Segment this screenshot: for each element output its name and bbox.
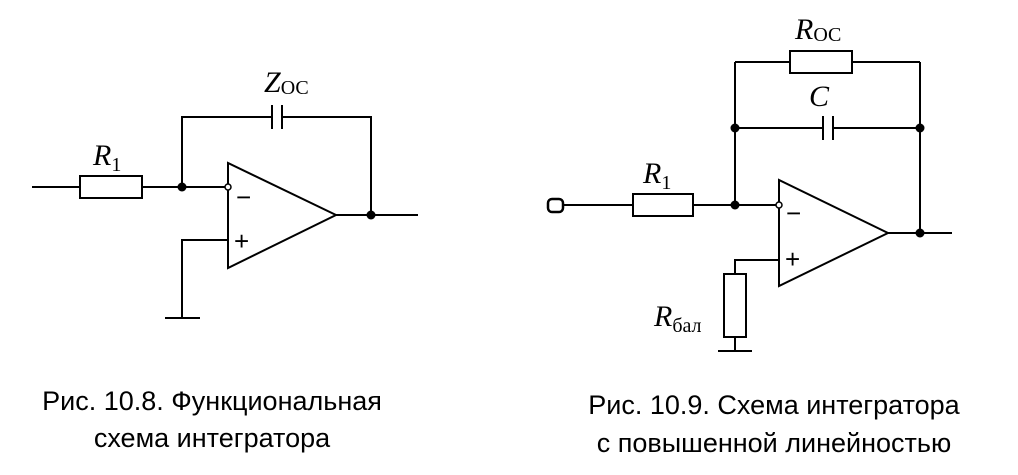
op-amp-triangle xyxy=(227,161,339,270)
feedback-wire-left xyxy=(181,116,272,187)
minus-sign: − xyxy=(236,182,251,212)
label-zoc: ZОС xyxy=(264,66,309,99)
inverting-input-marker xyxy=(775,201,783,209)
ground-wire xyxy=(181,239,228,318)
output-junction-dot xyxy=(366,210,376,220)
caption-line-1: Рис. 10.8. Функциональная xyxy=(42,386,382,416)
resistor-r1 xyxy=(632,193,694,217)
input-terminal xyxy=(546,197,565,214)
plus-sign: + xyxy=(234,226,249,256)
resistor-roc xyxy=(789,50,853,74)
output-junction-dot xyxy=(915,228,925,238)
figure-10-8: − + R1 ZОС Рис. 10.8. Функциональная схе… xyxy=(32,66,418,453)
op-amp-triangle xyxy=(778,178,891,288)
caption-line-2: схема интегратора xyxy=(94,423,331,453)
junction-dot-c-left xyxy=(730,123,740,133)
resistor-rbal xyxy=(723,273,747,338)
label-r1: R1 xyxy=(642,157,671,194)
figure-10-9: − + R1 RОС C Rбал Рис. 10.9. Схема интег… xyxy=(546,13,961,458)
inverting-input-marker xyxy=(224,183,232,191)
rbal-wire-top xyxy=(734,259,779,274)
label-roc: RОС xyxy=(794,13,841,46)
label-c: C xyxy=(809,80,830,113)
label-rbal: Rбал xyxy=(653,300,702,337)
resistor-r1 xyxy=(79,175,143,199)
caption-line-1: Рис. 10.9. Схема интегратора xyxy=(588,390,960,420)
minus-sign: − xyxy=(786,198,801,228)
feedback-wire-right xyxy=(282,116,372,215)
caption-line-2: с повышенной линейностью xyxy=(597,428,951,458)
plus-sign: + xyxy=(785,244,800,274)
label-r1: R1 xyxy=(92,139,121,176)
